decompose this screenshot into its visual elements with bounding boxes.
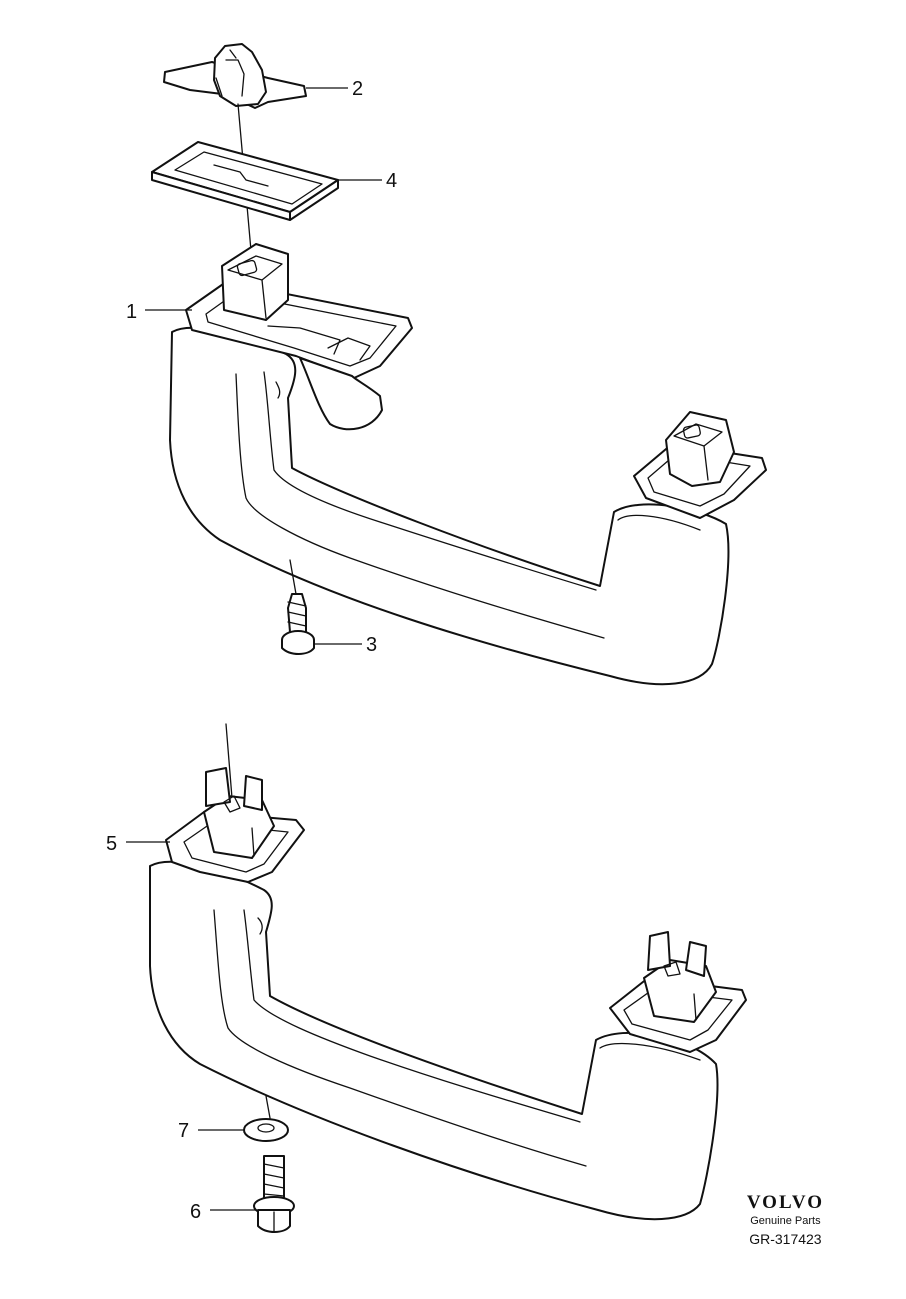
assembly-line-bolt	[265, 1095, 271, 1119]
handle-part-1	[169, 243, 767, 686]
handle-part-5	[149, 767, 747, 1221]
clip-part-2	[163, 43, 307, 109]
callout-7: 7	[178, 1120, 189, 1142]
volvo-logo: VOLVO	[746, 1192, 824, 1213]
callout-1: 1	[126, 301, 137, 323]
callout-3: 3	[366, 634, 377, 656]
callout-4: 4	[386, 170, 397, 192]
assembly-line-lower	[225, 723, 233, 799]
brand-block: VOLVO Genuine Parts GR-317423	[747, 1192, 824, 1247]
brand-subtitle: Genuine Parts	[750, 1215, 821, 1227]
diagram-reference: GR-317423	[749, 1231, 822, 1247]
callout-5: 5	[106, 833, 117, 855]
screw-part-3	[281, 593, 315, 655]
assembly-line-screw	[289, 559, 297, 595]
pad-part-4	[151, 141, 339, 221]
callout-2: 2	[352, 78, 363, 100]
bolt-part-6	[253, 1155, 295, 1233]
washer-part-7	[243, 1118, 289, 1142]
callout-6: 6	[190, 1201, 201, 1223]
